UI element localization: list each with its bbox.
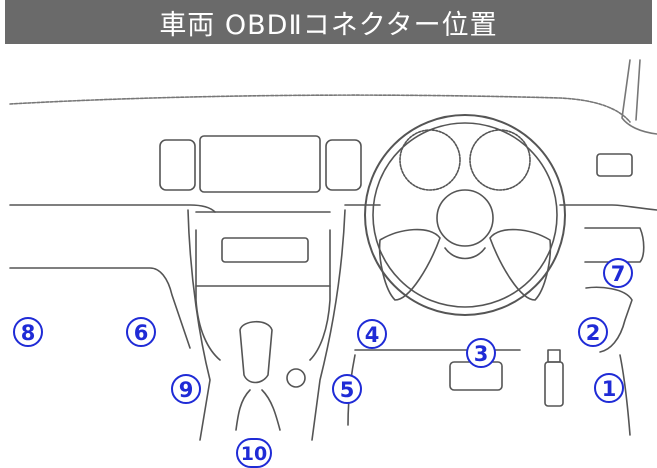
marker-2: 2 xyxy=(578,317,608,347)
console-inner-right xyxy=(309,229,331,361)
vent-far-right xyxy=(596,153,633,177)
title-bar: 車両 OBDⅡコネクター位置 xyxy=(5,0,652,44)
center-display xyxy=(199,135,321,193)
windshield-pillar xyxy=(621,59,657,135)
shifter-boot xyxy=(235,389,281,431)
marker-8: 8 xyxy=(13,317,43,347)
wheel-spoke-bottom xyxy=(444,247,486,260)
console-left xyxy=(187,209,211,441)
marker-4: 4 xyxy=(357,319,387,349)
vent-left xyxy=(159,139,196,191)
console-inner-left xyxy=(195,229,221,361)
glove-box xyxy=(9,267,191,349)
gauge-right xyxy=(469,129,531,191)
vent-right xyxy=(325,139,362,191)
gauge-left xyxy=(399,129,461,191)
knee-panel xyxy=(585,286,633,353)
column-cover xyxy=(584,227,645,263)
marker-7: 7 xyxy=(603,258,633,288)
console-right xyxy=(311,209,346,441)
page-title: 車両 OBDⅡコネクター位置 xyxy=(159,9,498,41)
windshield-pillar-inner xyxy=(635,59,641,121)
marker-6: 6 xyxy=(126,317,156,347)
shifter-knob xyxy=(239,320,273,384)
steering-wheel-outer xyxy=(364,114,566,316)
steering-hub xyxy=(436,189,494,247)
dash-top-line xyxy=(9,204,216,213)
windshield-line xyxy=(9,94,631,123)
pedal-mount xyxy=(547,349,561,363)
marker-1: 1 xyxy=(594,373,624,403)
door-edge xyxy=(619,354,631,436)
marker-10: 10 xyxy=(236,438,272,468)
wheel-spoke-left xyxy=(378,228,441,301)
marker-3: 3 xyxy=(466,338,496,368)
wheel-spoke-right xyxy=(489,228,552,301)
radio-panel xyxy=(221,237,309,263)
marker-5: 5 xyxy=(332,374,362,404)
steering-wheel-inner xyxy=(372,122,558,308)
marker-9: 9 xyxy=(171,374,201,404)
pedal-accel xyxy=(544,361,564,407)
console-knob xyxy=(286,368,306,388)
dash-right-line xyxy=(559,204,657,211)
